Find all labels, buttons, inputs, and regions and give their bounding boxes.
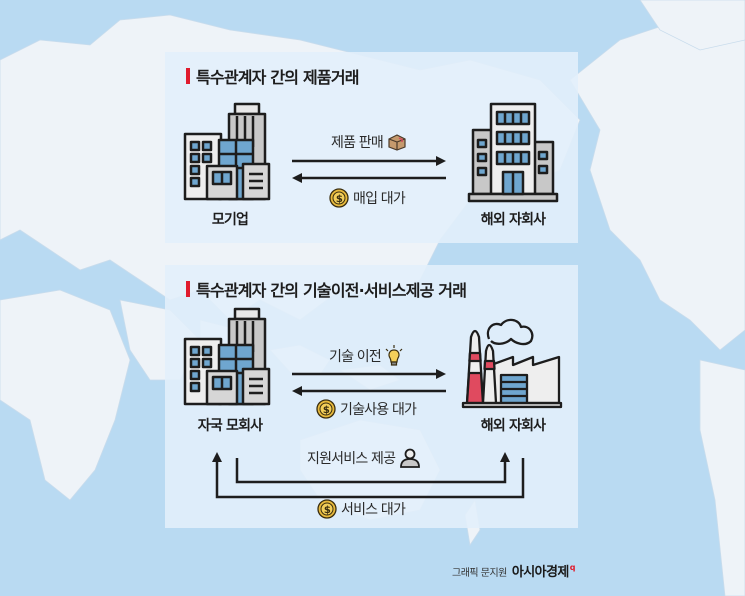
flow-royalty-payment: $ 기술사용 대가 — [316, 399, 417, 419]
package-box-icon — [388, 134, 406, 151]
publisher-logo: 아시아경제 — [511, 565, 569, 580]
panel-title: 특수관계자 간의 제품거래 — [186, 64, 359, 88]
flow-technology-transfer: 기술 이전 — [329, 345, 403, 367]
flow-purchase-payment: $ 매입 대가 — [329, 188, 406, 208]
panel-title: 특수관계자 간의 기술이전·서비스제공 거래 — [186, 277, 467, 301]
arrow-left-royalty-payment — [292, 386, 446, 396]
arrow-right-technology-transfer — [292, 369, 446, 379]
arrow-left-purchase-payment — [292, 173, 446, 183]
title-accent-bar — [186, 281, 190, 297]
publisher-logo-mark: q — [569, 563, 576, 572]
overseas-subsidiary-label: 해외 자회사 — [480, 418, 546, 434]
home-parent-company-label: 자국 모회사 — [197, 418, 263, 434]
factory-icon — [461, 318, 563, 409]
arrow-right-product-sale — [292, 156, 446, 166]
person-icon — [400, 448, 421, 468]
product-transaction-panel: 특수관계자 간의 제품거래 모기업 — [165, 52, 578, 243]
title-accent-bar — [186, 68, 190, 84]
credit-designer: 그래픽 문지원 — [452, 568, 507, 579]
service-flow-arrows — [212, 452, 525, 499]
office-buildings-icon — [183, 307, 271, 406]
svg-text:$: $ — [336, 194, 343, 205]
svg-text:$: $ — [323, 405, 330, 416]
flow-service-payment: $ 서비스 대가 — [317, 499, 406, 519]
flow-product-sale: 제품 판매 — [331, 132, 407, 152]
dollar-coin-icon: $ — [316, 399, 336, 419]
technology-service-transaction-panel: 특수관계자 간의 기술이전·서비스제공 거래 자국 모회사 — [165, 265, 578, 528]
graphic-credit: 그래픽 문지원 아시아경제 q — [452, 561, 575, 580]
flow-support-service: 지원서비스 제공 — [307, 448, 421, 468]
dollar-coin-icon: $ — [329, 188, 349, 208]
parent-company-label: 모기업 — [211, 212, 249, 228]
dollar-coin-icon: $ — [317, 499, 337, 519]
overseas-subsidiary-label: 해외 자회사 — [480, 212, 546, 228]
office-building-icon — [467, 102, 559, 203]
svg-text:$: $ — [324, 505, 331, 516]
lightbulb-icon — [385, 345, 403, 366]
office-buildings-icon — [183, 102, 271, 201]
